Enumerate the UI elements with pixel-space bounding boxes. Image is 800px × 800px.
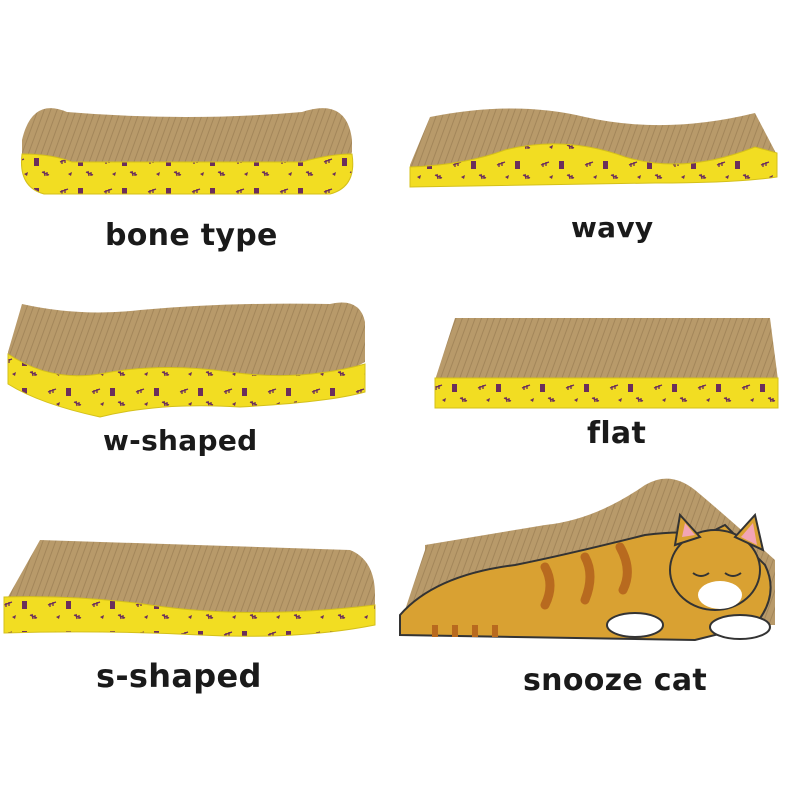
label-bone-type: bone type: [105, 218, 278, 253]
product-w-shaped: w-shaped: [0, 292, 375, 462]
label-w-shaped: w-shaped: [103, 424, 258, 457]
w-shaped-scratcher-image: [7, 302, 366, 418]
product-wavy: wavy: [405, 95, 780, 255]
product-s-shaped: s-shaped: [0, 535, 376, 695]
bone-type-scratcher-image: [20, 108, 354, 195]
label-snooze-cat: snooze cat: [523, 663, 708, 698]
snooze-cat-scratcher-image: [399, 478, 775, 642]
flat-scratcher-image: [434, 318, 779, 409]
product-bone-type: bone type: [12, 92, 362, 253]
s-shaped-scratcher-image: [3, 540, 376, 637]
product-flat: flat: [430, 318, 780, 458]
wavy-scratcher-image: [409, 108, 778, 188]
label-s-shaped: s-shaped: [96, 657, 262, 695]
product-snooze-cat: snooze cat: [395, 475, 780, 705]
label-wavy: wavy: [571, 211, 654, 244]
label-flat: flat: [587, 416, 647, 451]
